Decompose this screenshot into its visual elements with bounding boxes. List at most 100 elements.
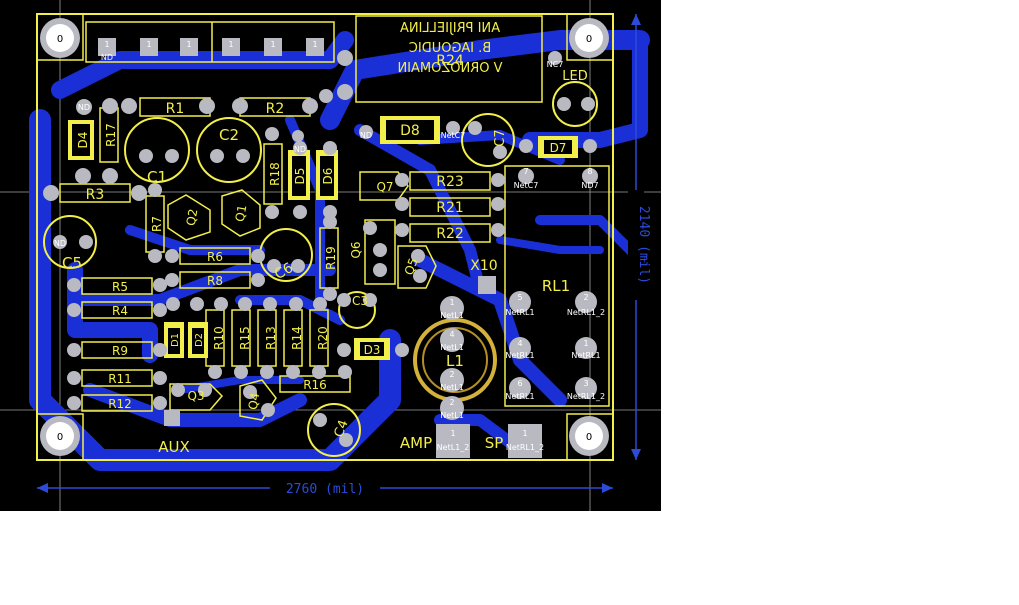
- capacitor-c2-outline: [196, 117, 262, 183]
- capacitor-c4-outline: [307, 403, 361, 457]
- label-r3: R3: [86, 187, 105, 203]
- pad-label: 4: [517, 339, 522, 348]
- label-r11: R11: [108, 372, 132, 386]
- label-c4: C4: [332, 418, 352, 439]
- label-c2: C2: [219, 126, 239, 144]
- pad-label: 2: [449, 398, 454, 407]
- label-x10: X10: [470, 258, 497, 274]
- label-d8: D8: [400, 123, 420, 139]
- label-r8: R8: [207, 274, 223, 288]
- pcb-layout: 0 0 0 0: [0, 0, 661, 511]
- connector-labels: AUX AMP SP X10: [158, 258, 503, 456]
- capacitor-c1-outline: [124, 117, 190, 183]
- label-d1: D1: [170, 333, 181, 347]
- pad-label: 5: [517, 293, 522, 302]
- pad-label: 2: [583, 293, 588, 302]
- label-r22: R22: [436, 226, 464, 242]
- pad-label: 1: [186, 40, 191, 49]
- pad-label: NetL1: [440, 411, 464, 420]
- pad-label: NetC7: [514, 181, 539, 190]
- mount-hole: 0: [566, 13, 614, 61]
- pad-label: NetRL1_2: [567, 308, 605, 317]
- diode-bodies: [68, 116, 578, 360]
- pad-label: ND: [360, 131, 372, 140]
- component-labels: R1 R2 R3 R5 R4 R9 R11 R12 R6 R8 R23 R21 …: [62, 69, 588, 440]
- label-sp: SP: [485, 434, 504, 452]
- label-d4: D4: [76, 132, 90, 149]
- pad-label: ND: [54, 239, 66, 248]
- board-background: [0, 0, 661, 511]
- pad-label: 7: [523, 167, 528, 176]
- capacitor-c7-outline: [461, 113, 515, 167]
- label-r10: R10: [212, 326, 226, 350]
- pad-label: 2: [449, 370, 454, 379]
- capacitor-c3-outline: [338, 291, 376, 329]
- dimension-width-label: 2760 (mil): [286, 482, 364, 497]
- mount-hole: 0: [36, 13, 84, 61]
- label-r17: R17: [104, 123, 118, 147]
- label-r16: R16: [303, 378, 327, 392]
- header-ref-label: R24: [436, 53, 464, 69]
- label-q3: Q3: [187, 389, 204, 403]
- pad-label: 6: [517, 379, 522, 388]
- label-c1: C1: [147, 168, 167, 186]
- pad-label: ND: [294, 145, 306, 154]
- label-r18: R18: [268, 162, 282, 186]
- label-c7: C7: [493, 129, 508, 146]
- pad-label: NetL1: [440, 383, 464, 392]
- pad-text-labels: 1 NetL1 4 NetL1 2 NetL1 2 NetL1 1 NetL1_…: [54, 60, 605, 452]
- header-text-line: ANI PRIJIELLINA: [400, 21, 500, 36]
- label-l1: L1: [446, 352, 464, 370]
- label-q5: Q5: [402, 256, 421, 277]
- pad-label: NetL1: [440, 343, 464, 352]
- pad-label: 1: [228, 40, 233, 49]
- pad-label: 3: [583, 379, 588, 388]
- label-r2: R2: [266, 101, 285, 117]
- label-q1: Q1: [233, 204, 250, 223]
- label-q7: Q7: [376, 180, 393, 194]
- dimension-height-label: 2140 (mil): [636, 206, 651, 284]
- mount-hole: 0: [36, 413, 84, 461]
- pads: [43, 50, 598, 447]
- pad-label: NetL1_2: [437, 443, 470, 452]
- pad-label: NetL1: [440, 311, 464, 320]
- pad-label: 1: [450, 429, 455, 438]
- pad-label: 1: [522, 429, 527, 438]
- pad-label: 8: [587, 167, 592, 176]
- label-r6: R6: [207, 250, 223, 264]
- pad-label: ND7: [581, 181, 598, 190]
- label-q4: Q4: [246, 392, 263, 411]
- relay-rl1-outline: [504, 165, 610, 407]
- header-text-line: B. IAGOUDIC: [409, 41, 491, 56]
- label-q2: Q2: [184, 208, 201, 227]
- mount-hole-label: 0: [586, 34, 592, 45]
- header-text-line: V ORNOZOMAIN: [397, 61, 502, 76]
- mounting-holes: 0 0 0 0: [36, 13, 614, 461]
- pcb-board: 0 0 0 0: [0, 0, 661, 511]
- label-r1: R1: [166, 101, 185, 117]
- capacitor-c5-outline: [43, 215, 97, 269]
- label-r7: R7: [150, 216, 164, 232]
- label-r9: R9: [112, 344, 128, 358]
- pad-label: 1: [104, 40, 109, 49]
- pad-label: 1: [270, 40, 275, 49]
- pad-label: NC7: [547, 60, 564, 69]
- label-d5: D5: [293, 168, 307, 185]
- label-d7: D7: [550, 141, 567, 155]
- led-outline: [552, 81, 598, 127]
- pad-label: NetRL1: [505, 392, 534, 401]
- label-q6: Q6: [349, 241, 363, 258]
- label-r19: R19: [324, 246, 338, 270]
- pad-label: NetRL1: [505, 351, 534, 360]
- label-c3: C3: [352, 294, 368, 308]
- mount-hole: 0: [566, 413, 614, 461]
- mount-hole-label: 0: [57, 34, 63, 45]
- dimension-height: 2140 (mil): [628, 14, 651, 460]
- pad-label: ND: [101, 53, 113, 62]
- pad-label: 1: [583, 339, 588, 348]
- label-d2: D2: [194, 333, 205, 347]
- transistor-outlines: [167, 171, 437, 421]
- label-rl1: RL1: [542, 277, 570, 295]
- label-c5: C5: [62, 254, 82, 272]
- header-text-block: ANI PRIJIELLINA B. IAGOUDIC V ORNOZOMAIN…: [355, 15, 543, 103]
